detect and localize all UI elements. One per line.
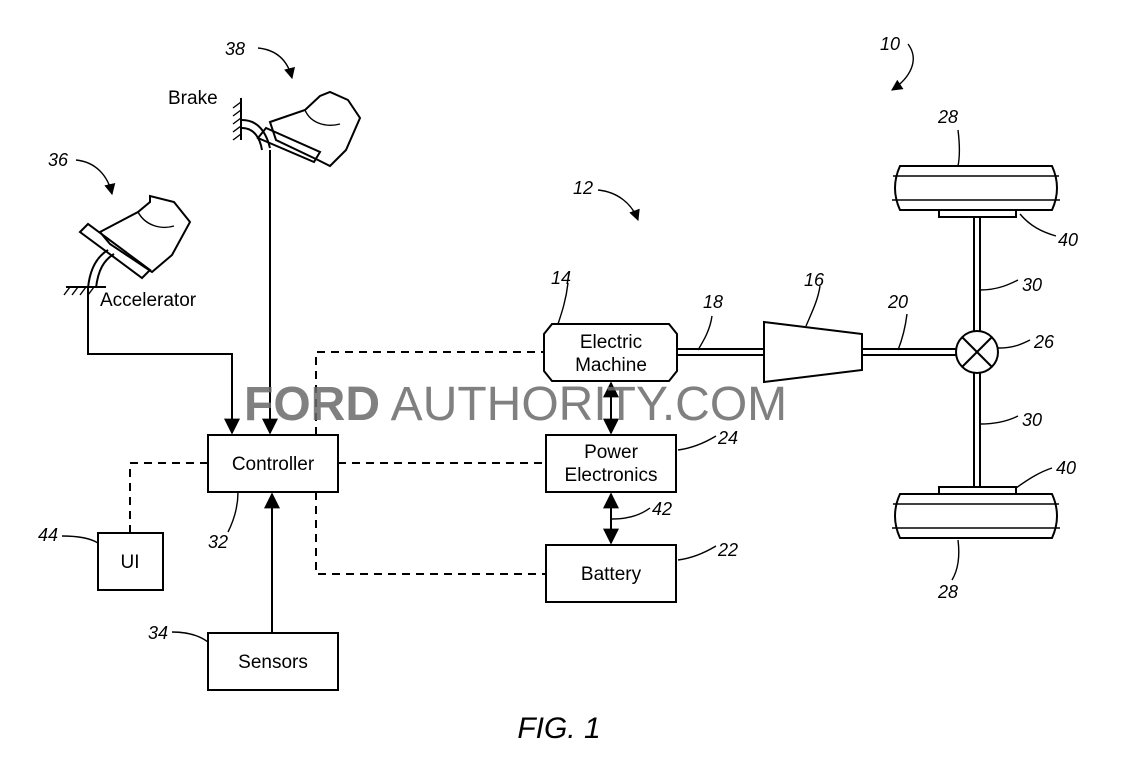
ref-40-top: 40 [1058,230,1078,250]
power-electronics-label-1: Power [584,442,639,463]
ui-block [97,532,164,591]
ui-comm-line [129,462,208,533]
accelerator-label: Accelerator [100,290,197,311]
controller-label: Controller [232,454,315,475]
ref-32: 32 [208,532,228,552]
transmission-block [763,320,863,384]
ref-10: 10 [880,34,900,54]
ref-42: 42 [652,499,672,519]
battery-comm-line [315,492,546,575]
battery-label: Battery [581,564,642,585]
ref-28-top: 28 [937,107,958,127]
accelerator-signal-line [87,288,240,435]
brake-label: Brake [168,88,218,109]
ref-12: 12 [573,178,593,198]
ref-26: 26 [1033,332,1055,352]
controller-block [207,434,339,493]
figure-caption: FIG. 1 [517,712,600,745]
watermark-rest: AUTHORITY.COM [380,378,787,431]
ref-18: 18 [703,292,723,312]
watermark-brand: FORD [244,378,380,431]
accelerator-pedal-icon [63,194,192,296]
ref-16: 16 [804,270,825,290]
ui-label: UI [121,552,140,573]
ref-20: 20 [887,292,908,312]
ref-38: 38 [225,39,245,59]
differential-icon [955,330,999,374]
ref-36: 36 [48,150,69,170]
power-electronics-block [545,434,677,493]
brake-pedal-icon [232,90,362,168]
wheel-top-icon [892,165,1060,218]
power-electronics-label-2: Electronics [565,465,658,486]
sensors-label: Sensors [238,652,308,673]
ref-44: 44 [38,525,58,545]
electric-machine-label-2: Machine [575,355,647,376]
ref-14: 14 [551,268,571,288]
wheel-bottom-icon [892,486,1060,539]
ref-30-bottom: 30 [1022,410,1042,430]
watermark: FORD AUTHORITY.COM [244,378,787,431]
ref-24: 24 [717,428,738,448]
ref-34: 34 [148,623,168,643]
ref-40-bottom: 40 [1056,458,1076,478]
ref-30-top: 30 [1022,275,1042,295]
electric-machine-block [543,323,678,382]
ref-22: 22 [717,540,738,560]
ref-28-bottom: 28 [937,582,958,602]
electric-machine-label-1: Electric [580,332,642,353]
